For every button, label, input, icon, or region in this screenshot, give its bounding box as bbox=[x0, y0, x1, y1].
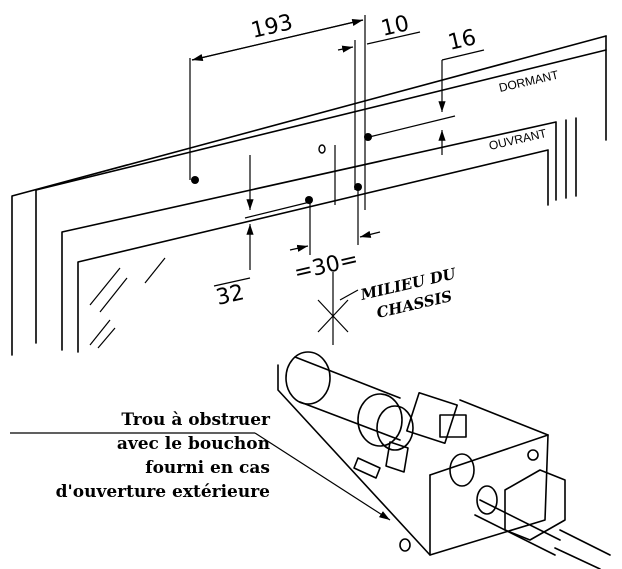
caption-line-4: d'ouverture extérieure bbox=[55, 482, 270, 502]
caption-note: Trou à obstruer avec le bouchon fourni e… bbox=[0, 408, 270, 504]
glass-hatching bbox=[89, 257, 166, 349]
caption-leader bbox=[10, 432, 391, 521]
caption-line-1: Trou à obstruer bbox=[121, 410, 270, 430]
caption-line-2: avec le bouchon bbox=[116, 434, 270, 454]
dimension-10: 10 bbox=[337, 11, 421, 190]
motor-device bbox=[277, 351, 611, 569]
dimension-32: 32 bbox=[214, 155, 311, 311]
dimension-30: =30= bbox=[289, 145, 381, 286]
dormant-label: DORMANT bbox=[498, 67, 561, 94]
dimension-193: 193 bbox=[189, 10, 366, 210]
dim-193-label: 193 bbox=[249, 10, 296, 44]
dim-30-label: =30= bbox=[292, 247, 361, 286]
frame-outline bbox=[11, 35, 607, 356]
dimension-16: 16 bbox=[364, 25, 485, 155]
dim-10-label: 10 bbox=[379, 11, 412, 42]
drill-points bbox=[191, 133, 372, 204]
dim-32-label: 32 bbox=[214, 280, 247, 311]
centerline-symbol: MILIEU DU CHASSIS bbox=[317, 264, 458, 345]
dim-16-label: 16 bbox=[446, 25, 479, 56]
caption-line-3: fourni en cas bbox=[145, 458, 270, 478]
